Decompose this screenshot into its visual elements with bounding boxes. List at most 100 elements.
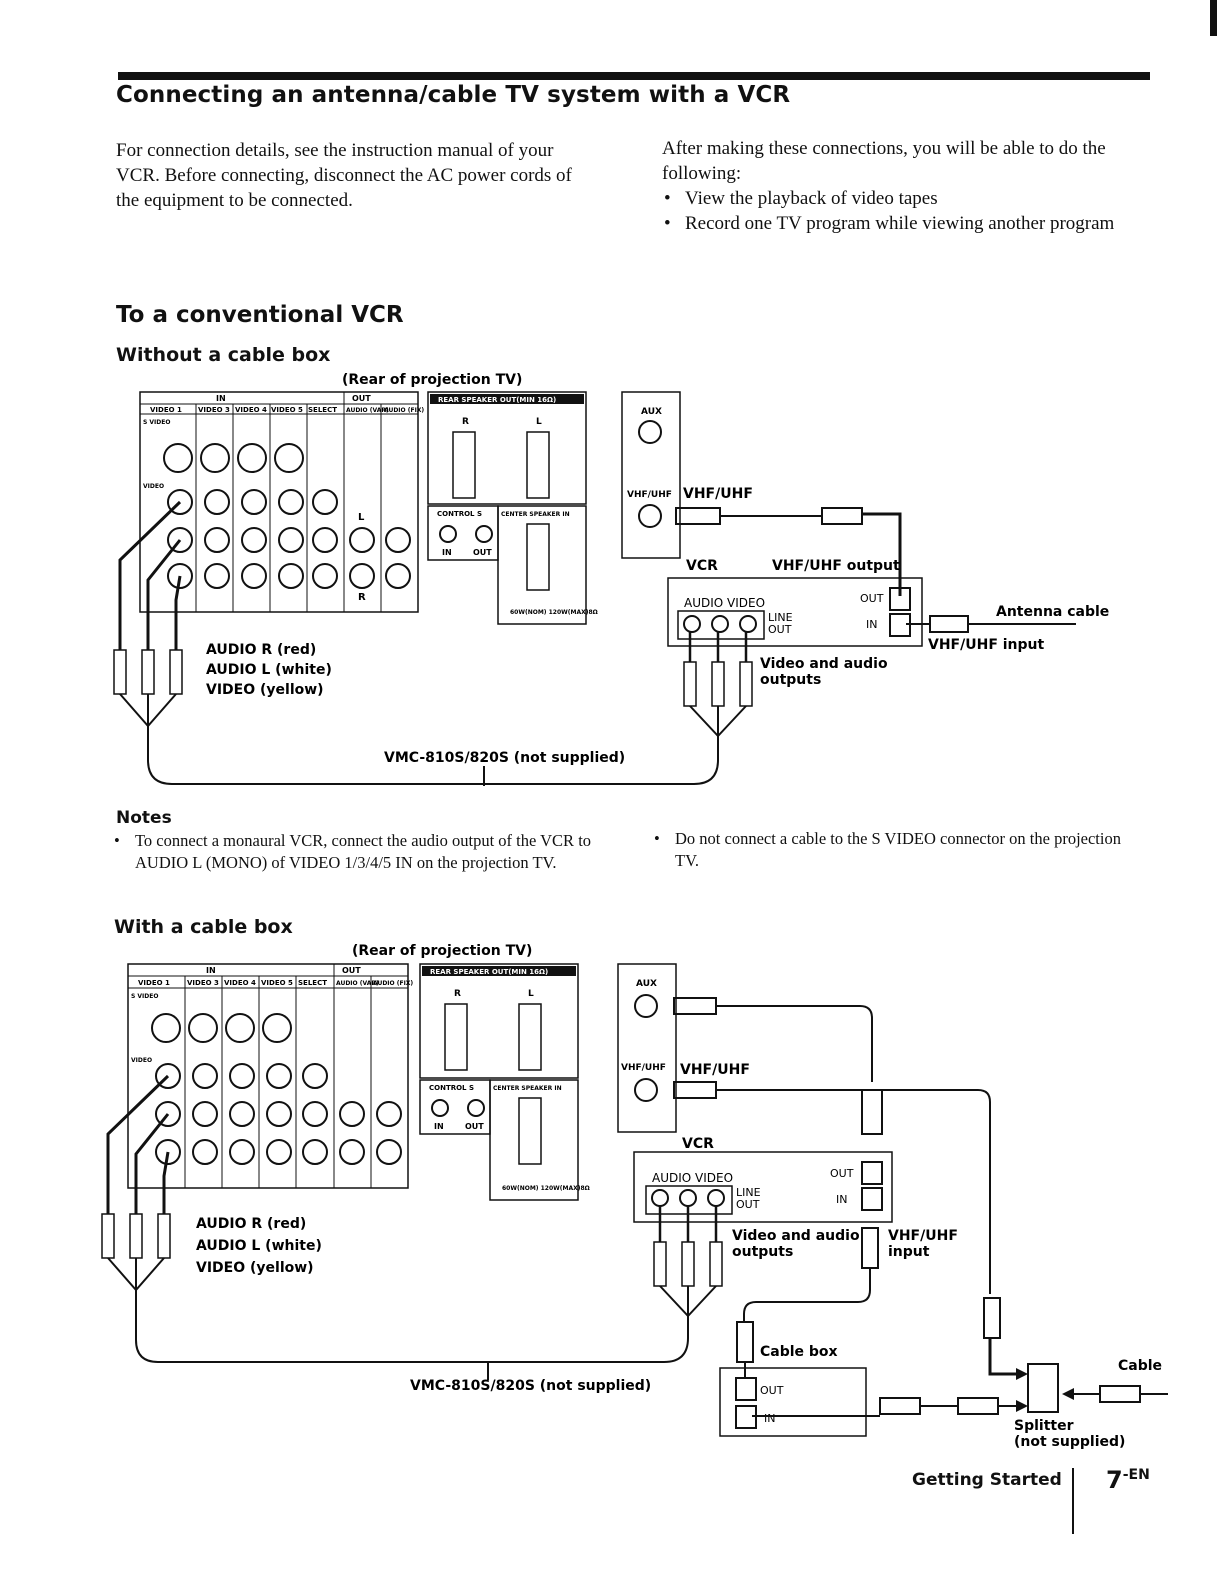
va-outputs-label-1: Video and audio bbox=[760, 656, 888, 672]
audio-l-label: AUDIO L (white) bbox=[206, 662, 332, 678]
video5-label: VIDEO 5 bbox=[271, 406, 303, 414]
section-title: To a conventional VCR bbox=[116, 302, 404, 328]
video1-label: VIDEO 1 bbox=[138, 979, 170, 987]
page-edge-mark bbox=[1210, 0, 1217, 36]
audio-video-label: AUDIO VIDEO bbox=[684, 596, 765, 610]
audio-l-label: AUDIO L (white) bbox=[196, 1238, 322, 1254]
audio-var-label: AUDIO (VAR) bbox=[346, 407, 389, 414]
rear-label: (Rear of projection TV) bbox=[342, 372, 522, 388]
page-suffix: -EN bbox=[1122, 1467, 1150, 1483]
control-out-label: OUT bbox=[465, 1122, 484, 1131]
rear-label: (Rear of projection TV) bbox=[352, 943, 532, 959]
video-label: VIDEO bbox=[143, 483, 164, 490]
center-speaker-label: CENTER SPEAKER IN bbox=[501, 511, 570, 518]
notes-right: Do not connect a cable to the S VIDEO co… bbox=[652, 828, 1122, 872]
splitter-label-1: Splitter bbox=[1014, 1418, 1074, 1434]
line-label: LINE bbox=[768, 611, 793, 624]
in-label: IN bbox=[216, 394, 226, 403]
bullet-item: View the playback of video tapes bbox=[662, 186, 1152, 211]
tv-panel bbox=[139, 391, 419, 613]
select-label: SELECT bbox=[298, 979, 327, 987]
in-label: IN bbox=[206, 966, 216, 975]
subsection-without: Without a cable box bbox=[116, 344, 331, 366]
vhfuhf-input-line2: input bbox=[888, 1244, 930, 1260]
select-label: SELECT bbox=[308, 406, 337, 414]
vmc-label: VMC-810S/820S (not supplied) bbox=[384, 750, 625, 766]
control-s-label: CONTROL S bbox=[437, 510, 482, 518]
out-label: OUT bbox=[352, 394, 371, 403]
footer-divider bbox=[1072, 1468, 1074, 1534]
rear-speaker-label: REAR SPEAKER OUT(MIN 16Ω) bbox=[430, 968, 548, 976]
speaker-r-label: R bbox=[462, 417, 469, 427]
page-title: Connecting an antenna/cable TV system wi… bbox=[116, 82, 791, 108]
audio-var-label: AUDIO (VAR) bbox=[336, 980, 379, 987]
cable-label: Cable bbox=[1118, 1358, 1162, 1374]
speaker-r-label: R bbox=[454, 989, 461, 999]
svideo-label: S VIDEO bbox=[131, 993, 158, 1000]
vcr-in-label: IN bbox=[866, 618, 877, 631]
title-rule bbox=[118, 72, 1150, 80]
intro-right: After making these connections, you will… bbox=[662, 136, 1152, 236]
cable-box-label: Cable box bbox=[760, 1344, 838, 1360]
aux-label: AUX bbox=[636, 979, 657, 989]
speaker-l-label: L bbox=[536, 417, 542, 427]
audio-r-label: AUDIO R (red) bbox=[196, 1216, 306, 1232]
cablebox-out-label: OUT bbox=[760, 1384, 784, 1397]
power-label: 60W(NOM) 120W(MAX)8Ω bbox=[510, 609, 598, 616]
bullet-item: Record one TV program while viewing anot… bbox=[662, 211, 1152, 236]
audio-fix-label: AUDIO (FIX) bbox=[384, 407, 424, 414]
line-out-label: OUT bbox=[736, 1198, 760, 1211]
page-number: 7-EN bbox=[1106, 1466, 1150, 1494]
va-outputs-label-2: outputs bbox=[760, 672, 821, 688]
video-label: VIDEO bbox=[131, 1057, 152, 1064]
vhfuhf-label: VHF/UHF bbox=[680, 1062, 750, 1078]
line-label: LINE bbox=[736, 1186, 761, 1199]
video-yellow-label: VIDEO (yellow) bbox=[196, 1260, 314, 1276]
center-speaker-label: CENTER SPEAKER IN bbox=[493, 1085, 562, 1092]
l-label: L bbox=[358, 512, 365, 523]
line-out-label: OUT bbox=[768, 623, 792, 636]
power-label: 60W(NOM) 120W(MAX)8Ω bbox=[502, 1185, 590, 1192]
audio-r-label: AUDIO R (red) bbox=[206, 642, 316, 658]
vcr-out-label: OUT bbox=[830, 1167, 854, 1180]
intro-left: For connection details, see the instruct… bbox=[116, 140, 572, 211]
vhfuhf-input-line1: VHF/UHF bbox=[888, 1228, 958, 1244]
vhfuhf-output-label: VHF/UHF output bbox=[772, 558, 900, 574]
control-in-label: IN bbox=[434, 1122, 444, 1131]
control-in-label: IN bbox=[442, 548, 452, 557]
vcr-in-label: IN bbox=[836, 1193, 847, 1206]
antenna-cable-label: Antenna cable bbox=[996, 604, 1109, 620]
audio-fix-label: AUDIO (FIX) bbox=[373, 980, 413, 987]
vhfuhf-label: VHF/UHF bbox=[683, 486, 753, 502]
cablebox-in-label: IN bbox=[764, 1412, 775, 1425]
control-s-label: CONTROL S bbox=[429, 1084, 474, 1092]
vhfuhf-small-label: VHF/UHF bbox=[627, 490, 672, 500]
va-outputs-label-1: Video and audio bbox=[732, 1228, 860, 1244]
diagram-without-cable-box: (Rear of projection TV) IN OUT VIDEO 1 V… bbox=[113, 372, 1109, 786]
vcr-out-label: OUT bbox=[860, 592, 884, 605]
splitter-label-2: (not supplied) bbox=[1014, 1434, 1125, 1450]
video5-label: VIDEO 5 bbox=[261, 979, 293, 987]
vcr-label: VCR bbox=[686, 558, 718, 574]
vhfuhf-input-label: VHF/UHF input bbox=[928, 637, 1045, 653]
video3-label: VIDEO 3 bbox=[198, 406, 230, 414]
note-item: Do not connect a cable to the S VIDEO co… bbox=[652, 828, 1122, 872]
r-label: R bbox=[358, 592, 366, 603]
video3-label: VIDEO 3 bbox=[187, 979, 219, 987]
diagram-with-cable-box: (Rear of projection TV) IN OUT VIDEO 1 V… bbox=[101, 943, 1168, 1450]
vmc-label: VMC-810S/820S (not supplied) bbox=[410, 1378, 651, 1394]
audio-video-label: AUDIO VIDEO bbox=[652, 1171, 733, 1185]
out-label: OUT bbox=[342, 966, 361, 975]
subsection-with: With a cable box bbox=[114, 916, 293, 938]
vcr-label: VCR bbox=[682, 1136, 714, 1152]
notes-title: Notes bbox=[116, 808, 172, 828]
notes-left: To connect a monaural VCR, connect the a… bbox=[112, 830, 592, 874]
video4-label: VIDEO 4 bbox=[224, 979, 256, 987]
speaker-l-label: L bbox=[528, 989, 534, 999]
video-yellow-label: VIDEO (yellow) bbox=[206, 682, 324, 698]
va-outputs-label-2: outputs bbox=[732, 1244, 793, 1260]
footer-section: Getting Started bbox=[912, 1470, 1062, 1490]
page-number-value: 7 bbox=[1106, 1466, 1123, 1494]
note-item: To connect a monaural VCR, connect the a… bbox=[112, 830, 592, 874]
svideo-label: S VIDEO bbox=[143, 419, 170, 426]
